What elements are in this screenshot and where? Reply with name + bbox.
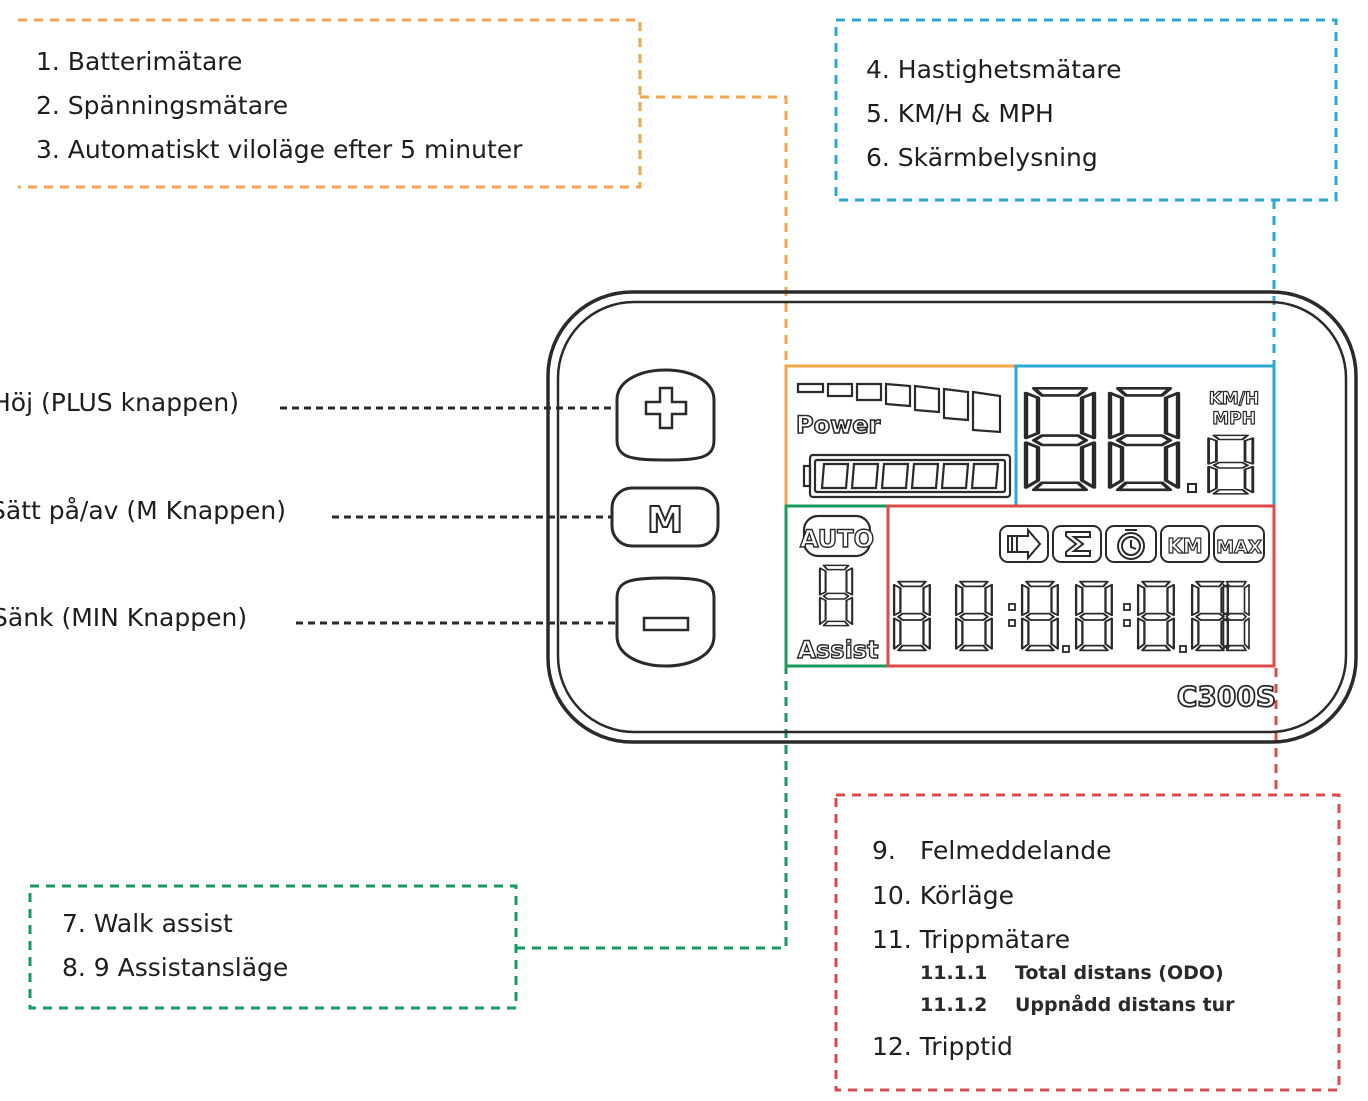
assist-callout-box [28, 884, 518, 1010]
assist-level-digit [818, 564, 854, 627]
plus-button-label: Höj (PLUS knappen) [0, 388, 239, 417]
trip-digit-7 [1222, 580, 1250, 652]
power-bar-graph [796, 382, 1002, 434]
timer-icon [1105, 525, 1157, 563]
trip-digit-3 [1020, 580, 1059, 652]
callout-speedometer: 4. Hastighetsmätare [866, 55, 1122, 84]
trip-digit-5 [1136, 580, 1175, 652]
km-icon-label: KM [1167, 534, 1202, 558]
speed-callout-box [834, 18, 1338, 202]
battery-connector [640, 95, 788, 368]
trip-colon-2 [1123, 603, 1131, 627]
callout-walk-assist: 7. Walk assist [62, 909, 233, 938]
trip-digit-4 [1074, 580, 1113, 652]
callout-assist-levels: 8. 9 Assistansläge [62, 953, 289, 982]
callout-odo-num: 11.1.1 [920, 962, 988, 984]
minus-button[interactable] [615, 576, 716, 668]
trip-region [886, 504, 1276, 668]
callout-trip-time: 12. Tripptid [872, 1032, 1013, 1061]
device-housing-outer [546, 290, 1358, 744]
callout-odo-text: Total distans (ODO) [1015, 962, 1224, 984]
callout-drive-mode: 10. Körläge [872, 881, 1014, 910]
km-icon: KM [1160, 525, 1210, 563]
m-button-label: Sätt på/av (M Knappen) [0, 496, 286, 525]
assist-connector [516, 666, 788, 950]
speed-decimal-point [1187, 483, 1197, 493]
auto-badge: AUTO [799, 514, 875, 558]
trip-digit-6 [1190, 580, 1229, 652]
trip-digit-1 [892, 580, 931, 652]
speed-digit-tens [1026, 388, 1094, 489]
plus-icon [644, 386, 688, 430]
callout-auto-sleep: 3. Automatiskt viloläge efter 5 minuter [36, 135, 523, 164]
speed-digit-tenths [1207, 433, 1255, 496]
minus-button-label: Sänk (MIN Knappen) [0, 603, 248, 632]
m-button[interactable]: M [610, 486, 720, 548]
unit-mph-label: MPH [1212, 409, 1256, 429]
power-label: Power [796, 411, 881, 439]
trip-decimal-2 [1179, 645, 1187, 653]
callout-error-message: Felmeddelande [920, 836, 1112, 865]
assist-label: Assist [797, 636, 878, 664]
callout-trip-meter: 11. Trippmätare [872, 925, 1071, 954]
battery-callout-box [18, 18, 642, 189]
total-sum-icon [1052, 525, 1102, 563]
callout-battery-meter: 1. Batterimätare [36, 47, 243, 76]
speed-digit-ones [1110, 388, 1178, 489]
callout-error-num: 9. [872, 836, 896, 865]
callout-trip-text: Uppnådd distans tur [1015, 994, 1235, 1016]
callout-backlight: 6. Skärmbelysning [866, 143, 1098, 172]
callout-units: 5. KM/H & MPH [866, 99, 1054, 128]
m-button-glyph: M [647, 500, 683, 541]
trip-callout-box [834, 793, 1341, 1092]
max-icon-label: MAX [1216, 537, 1262, 558]
auto-label: AUTO [800, 525, 874, 553]
callout-trip-num: 11.1.2 [920, 994, 988, 1016]
trip-decimal-1 [1062, 645, 1070, 653]
plus-button[interactable] [615, 368, 716, 462]
callout-voltage-meter: 2. Spänningsmätare [36, 91, 289, 120]
walk-arrow-icon [999, 525, 1049, 563]
model-label: C300S [1177, 680, 1276, 713]
device-housing-inner [556, 300, 1348, 734]
trip-digit-2 [954, 580, 993, 652]
minus-icon [642, 616, 690, 632]
trip-colon-1 [1008, 603, 1016, 627]
battery-icon [802, 453, 1012, 499]
unit-kmh-label: KM/H [1209, 389, 1260, 409]
max-icon: MAX [1213, 525, 1265, 563]
